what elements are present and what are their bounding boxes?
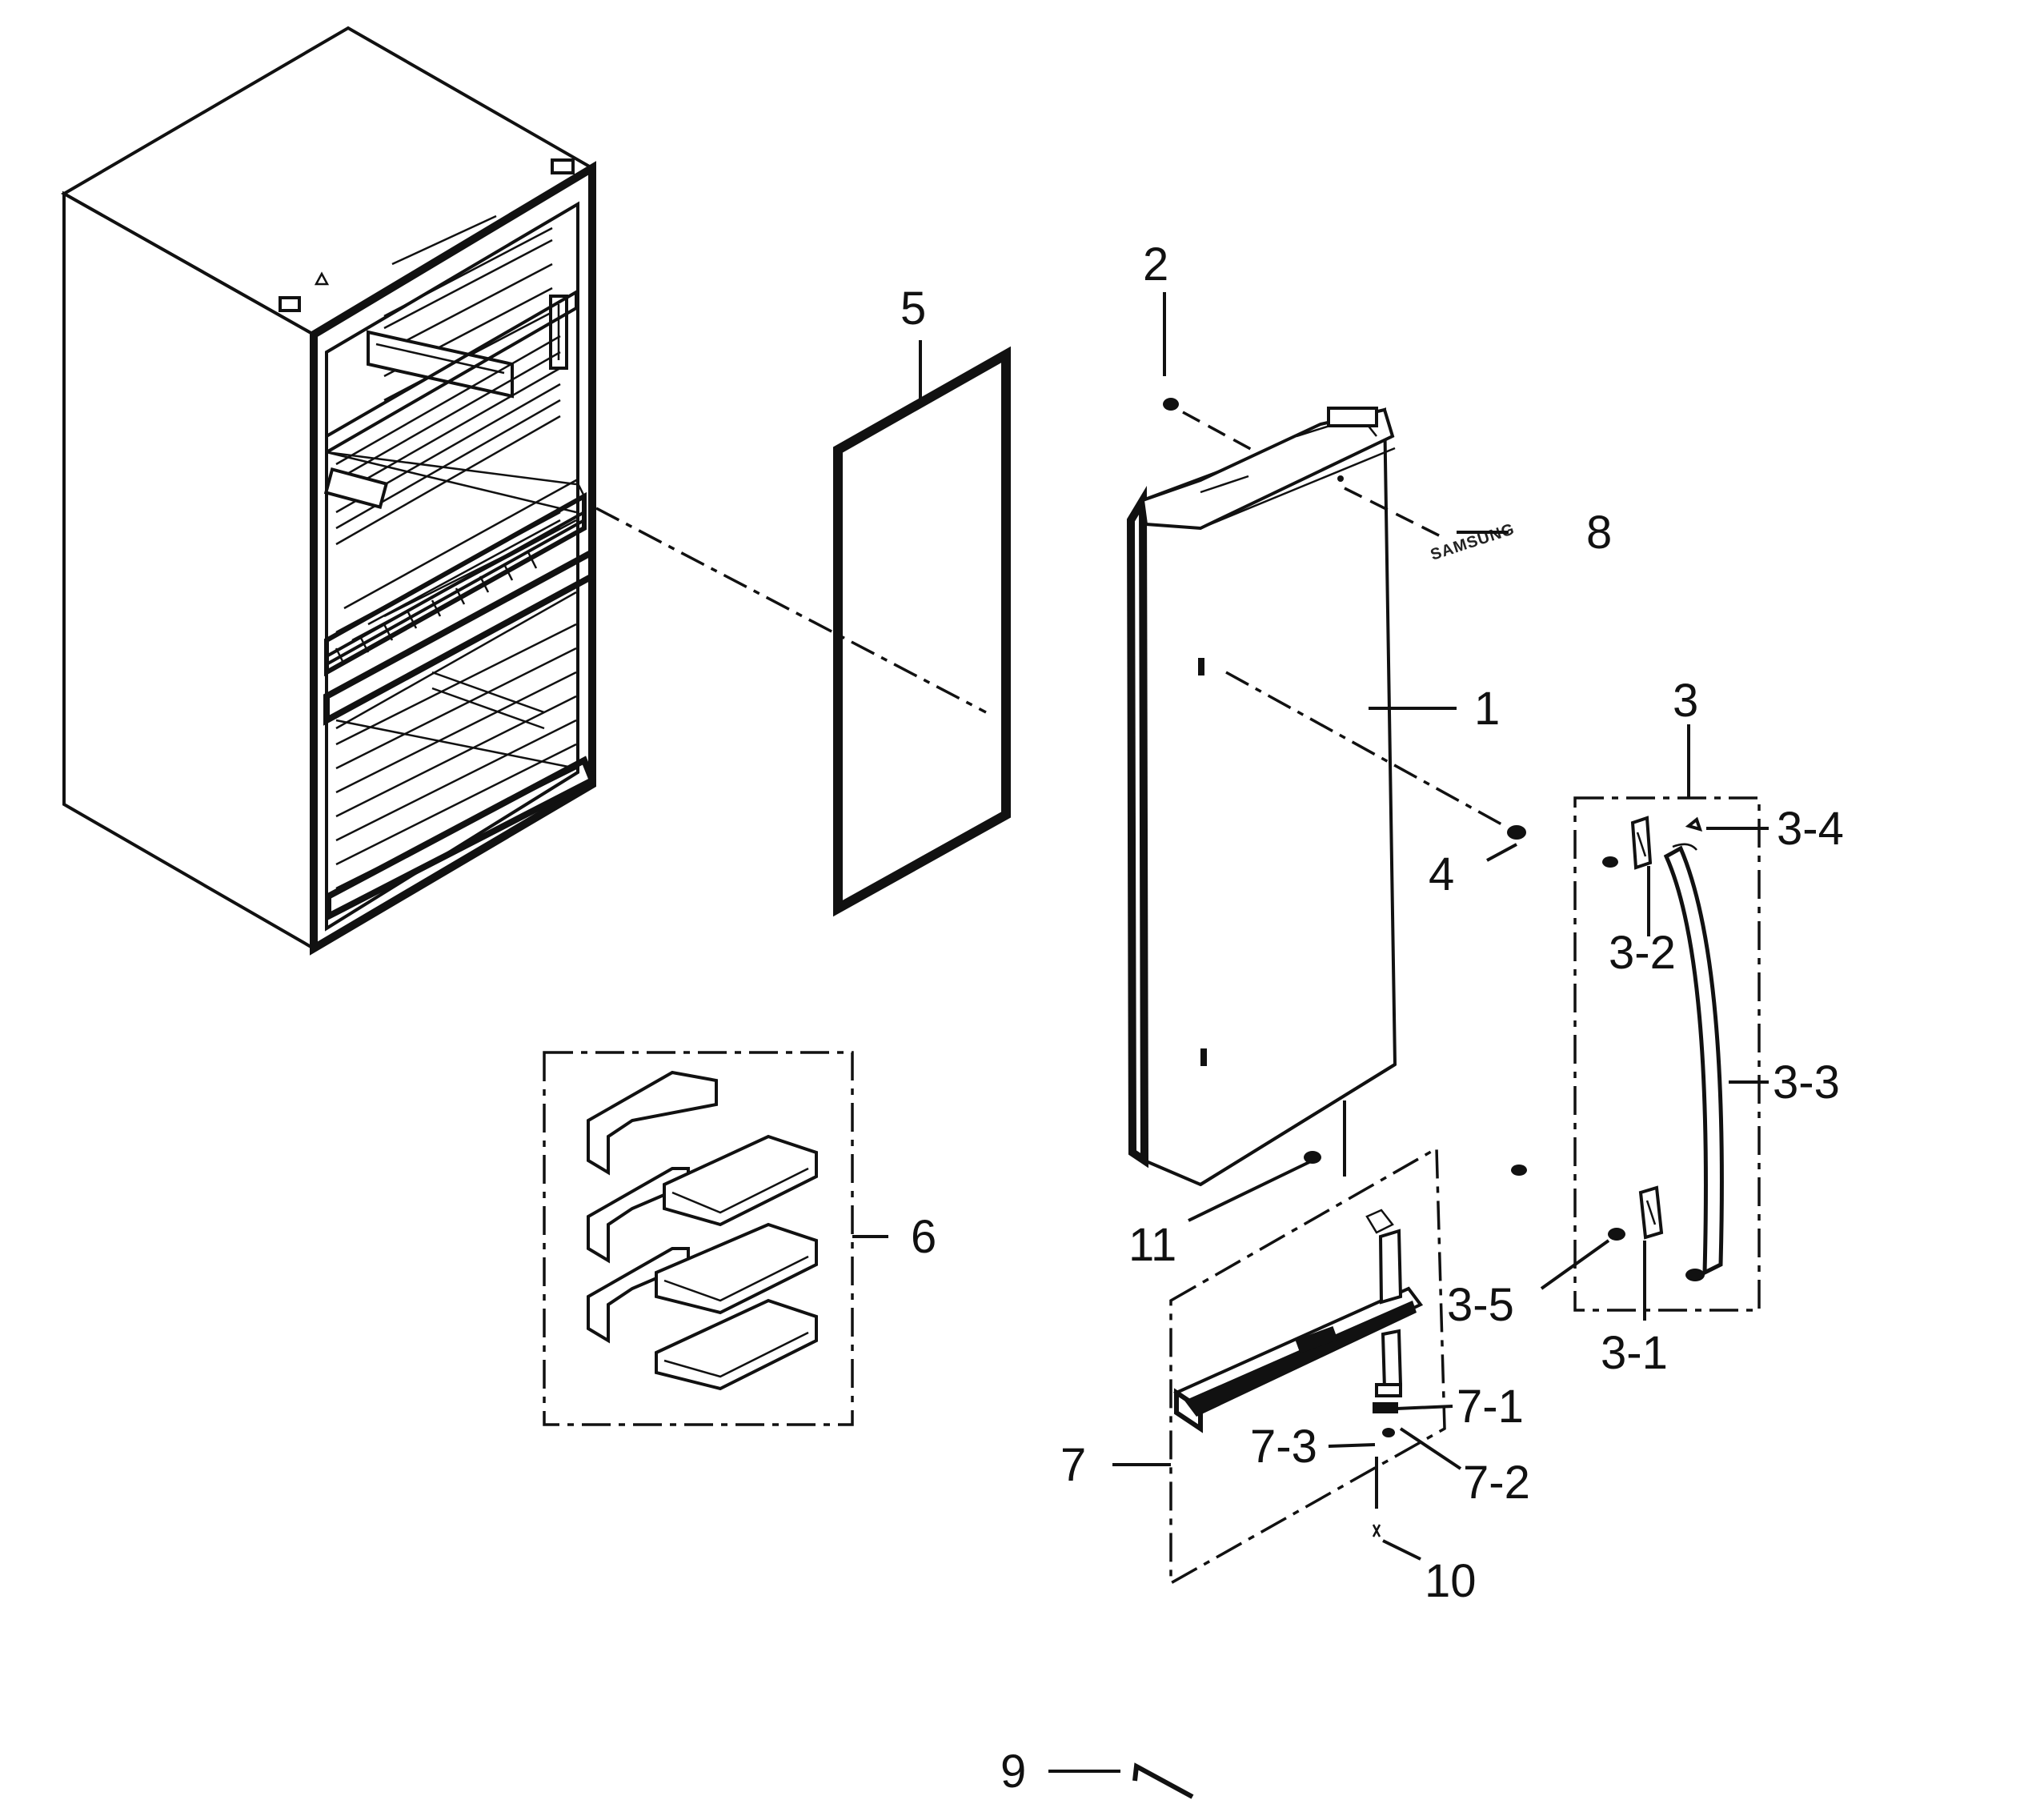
door-gasket [833,344,1011,917]
label-4: 4 [1429,848,1454,900]
label-6: 6 [911,1211,936,1263]
part-labels: 2 5 8 1 3 3-4 4 3-2 3-3 6 11 3-5 3-1 7-1… [900,239,1844,1798]
screw-2-icon [1163,398,1179,411]
label-3-2: 3-2 [1609,927,1676,979]
handle-assembly-group [1511,796,1761,1312]
label-1: 1 [1474,683,1500,735]
door-hole-lower-icon [1200,1048,1207,1066]
screw-11-icon [1304,1151,1321,1164]
refrigerator-cabinet [60,26,597,956]
label-3-4: 3-4 [1777,803,1844,855]
door-bins-group [543,1051,854,1426]
shim-9-icon [1132,1762,1194,1799]
bottom-hinge-group [1169,1146,1446,1585]
freezer-door [1126,407,1397,1187]
label-5: 5 [900,283,926,335]
label-2: 2 [1143,239,1168,291]
label-3-1: 3-1 [1601,1327,1668,1379]
label-3-5: 3-5 [1447,1279,1514,1331]
label-3-3: 3-3 [1773,1056,1840,1108]
middle-drawer [323,479,595,726]
freezer-drawer [325,591,597,922]
label-7-3: 7-3 [1250,1421,1317,1473]
logo-text: SAMSUNG [1429,520,1517,564]
label-9: 9 [1000,1746,1026,1798]
upper-fridge-section [323,226,578,546]
label-7-1: 7-1 [1457,1381,1524,1433]
label-11: 11 [1128,1219,1176,1271]
label-7: 7 [1060,1439,1086,1491]
label-10: 10 [1425,1555,1477,1607]
label-7-2: 7-2 [1463,1457,1530,1509]
door-hole-upper-icon [1198,658,1204,675]
label-8: 8 [1586,507,1612,559]
leader-lines [852,292,1769,1773]
label-3: 3 [1673,675,1698,727]
screw-4-icon [1507,825,1526,840]
